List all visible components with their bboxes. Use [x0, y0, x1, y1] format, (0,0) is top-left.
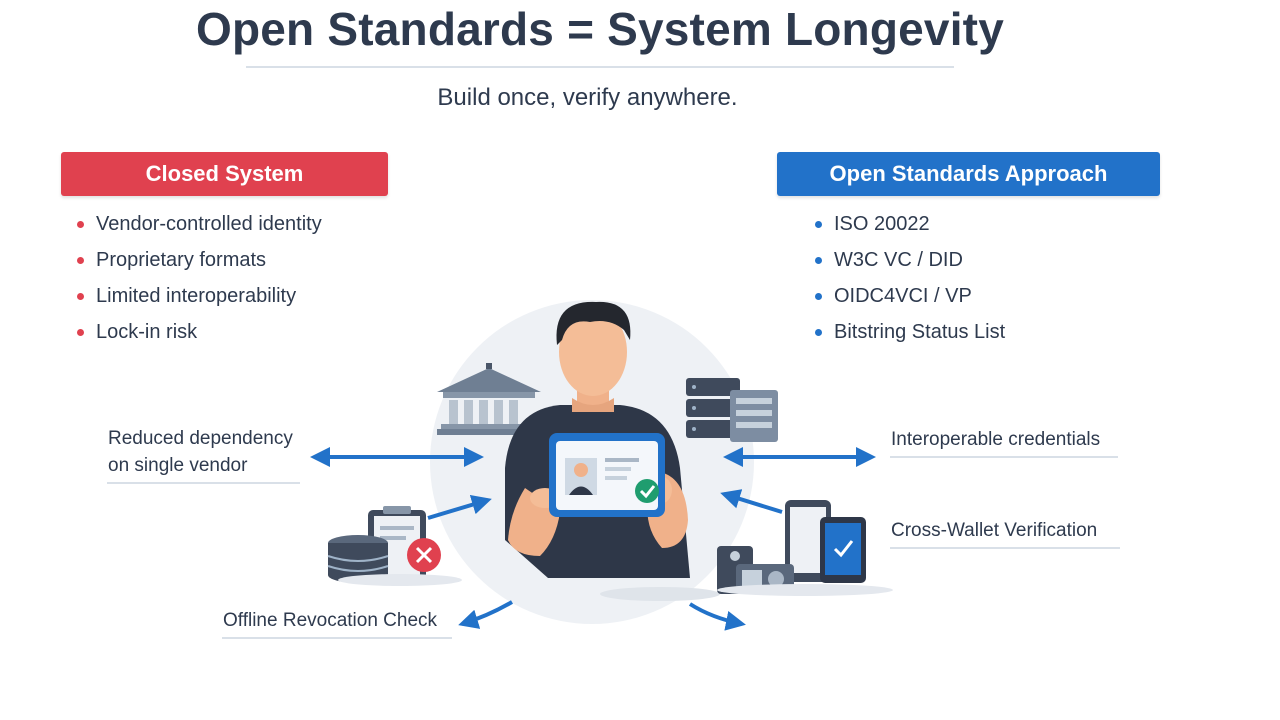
id-card-icon [549, 433, 665, 517]
reduced-dependency-line1: Reduced dependency [108, 425, 293, 452]
reduced-dependency-label: Reduced dependency on single vendor [108, 425, 293, 479]
cross-wallet-rule [890, 547, 1120, 549]
reduced-dependency-line2: on single vendor [108, 452, 293, 479]
tablet-icon [820, 517, 866, 583]
interoperable-credentials-rule [890, 456, 1118, 458]
reduced-dependency-rule [107, 482, 300, 484]
cross-wallet-label: Cross-Wallet Verification [891, 517, 1097, 544]
server-icon [686, 378, 778, 442]
arrow-offline [462, 602, 512, 624]
x-icon [407, 538, 441, 572]
offline-revocation-rule [222, 637, 452, 639]
interoperable-credentials-label: Interoperable credentials [891, 426, 1100, 453]
arrow-bottom-right [690, 604, 742, 624]
check-icon [635, 479, 659, 503]
offline-revocation-label: Offline Revocation Check [223, 607, 437, 634]
